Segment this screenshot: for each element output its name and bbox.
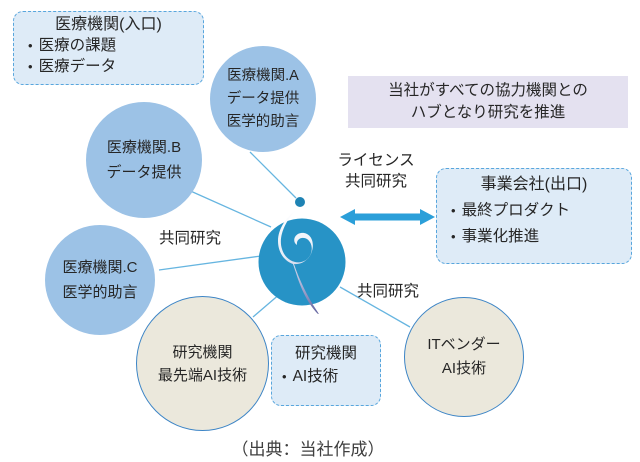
research-lab-circle: 研究機関 最先端AI技術	[136, 296, 269, 431]
it-vendor-circle: ITベンダー AI技術	[404, 297, 524, 417]
exit-box: 事業会社(出口) 最終プロダクト 事業化推進	[436, 168, 632, 264]
research-lab-tech: 最先端AI技術	[157, 366, 248, 384]
exit-item: 最終プロダクト	[451, 198, 631, 224]
company-logo	[258, 197, 346, 314]
connector-hospital-c	[158, 255, 262, 271]
license-label: ライセンス 共同研究	[330, 150, 422, 192]
entrance-box-title: 医療機関(入口)	[55, 16, 162, 33]
license-label-line2: 共同研究	[344, 173, 407, 190]
hub-note-line1: 当社がすべての協力機関との	[388, 82, 588, 99]
exit-box-title: 事業会社(出口)	[480, 176, 588, 193]
research-lab-name: 研究機関	[172, 343, 233, 361]
research-box-title: 研究機関	[294, 345, 357, 362]
source-caption: （出典：当社作成）	[231, 440, 385, 459]
hospital-b-role: データ提供	[106, 164, 182, 181]
hospital-a-role2: 医学的助言	[226, 113, 300, 130]
connector-hospital-a	[249, 151, 297, 199]
hospital-a-role: データ提供	[226, 90, 300, 107]
entrance-box: 医療機関(入口) 医療の課題 医療データ	[13, 11, 204, 85]
hub-note-line2: ハブとなり研究を推進	[410, 104, 566, 121]
logo-swoosh	[278, 209, 319, 314]
research-box-item: AI技術	[282, 366, 380, 387]
exit-item: 事業化推進	[451, 224, 631, 250]
research-box: 研究機関 AI技術	[271, 335, 381, 406]
hospital-c-name: 医療機関.C	[62, 259, 138, 276]
joint-research-label-left: 共同研究	[159, 230, 222, 247]
connector-it-vendor	[339, 286, 411, 328]
entrance-item: 医療データ	[28, 56, 203, 77]
it-vendor-tech: AI技術	[441, 360, 487, 377]
joint-research-label-right: 共同研究	[357, 283, 420, 300]
entrance-item: 医療の課題	[28, 35, 203, 56]
hospital-a-name: 医療機関.A	[227, 67, 299, 84]
hospital-b-circle: 医療機関.B データ提供	[86, 102, 202, 218]
hub-note-box: 当社がすべての協力機関との ハブとなり研究を推進	[348, 76, 628, 128]
hospital-a-circle: 医療機関.A データ提供 医学的助言	[210, 46, 316, 152]
hospital-b-name: 医療機関.B	[106, 139, 182, 156]
it-vendor-name: ITベンダー	[427, 336, 501, 353]
hospital-c-role: 医学的助言	[62, 284, 138, 301]
license-label-line1: ライセンス	[337, 152, 415, 169]
hospital-c-circle: 医療機関.C 医学的助言	[45, 225, 155, 335]
logo-head-dot	[295, 197, 305, 207]
connector-hospital-b	[185, 188, 272, 228]
double-arrow-icon	[340, 209, 435, 225]
